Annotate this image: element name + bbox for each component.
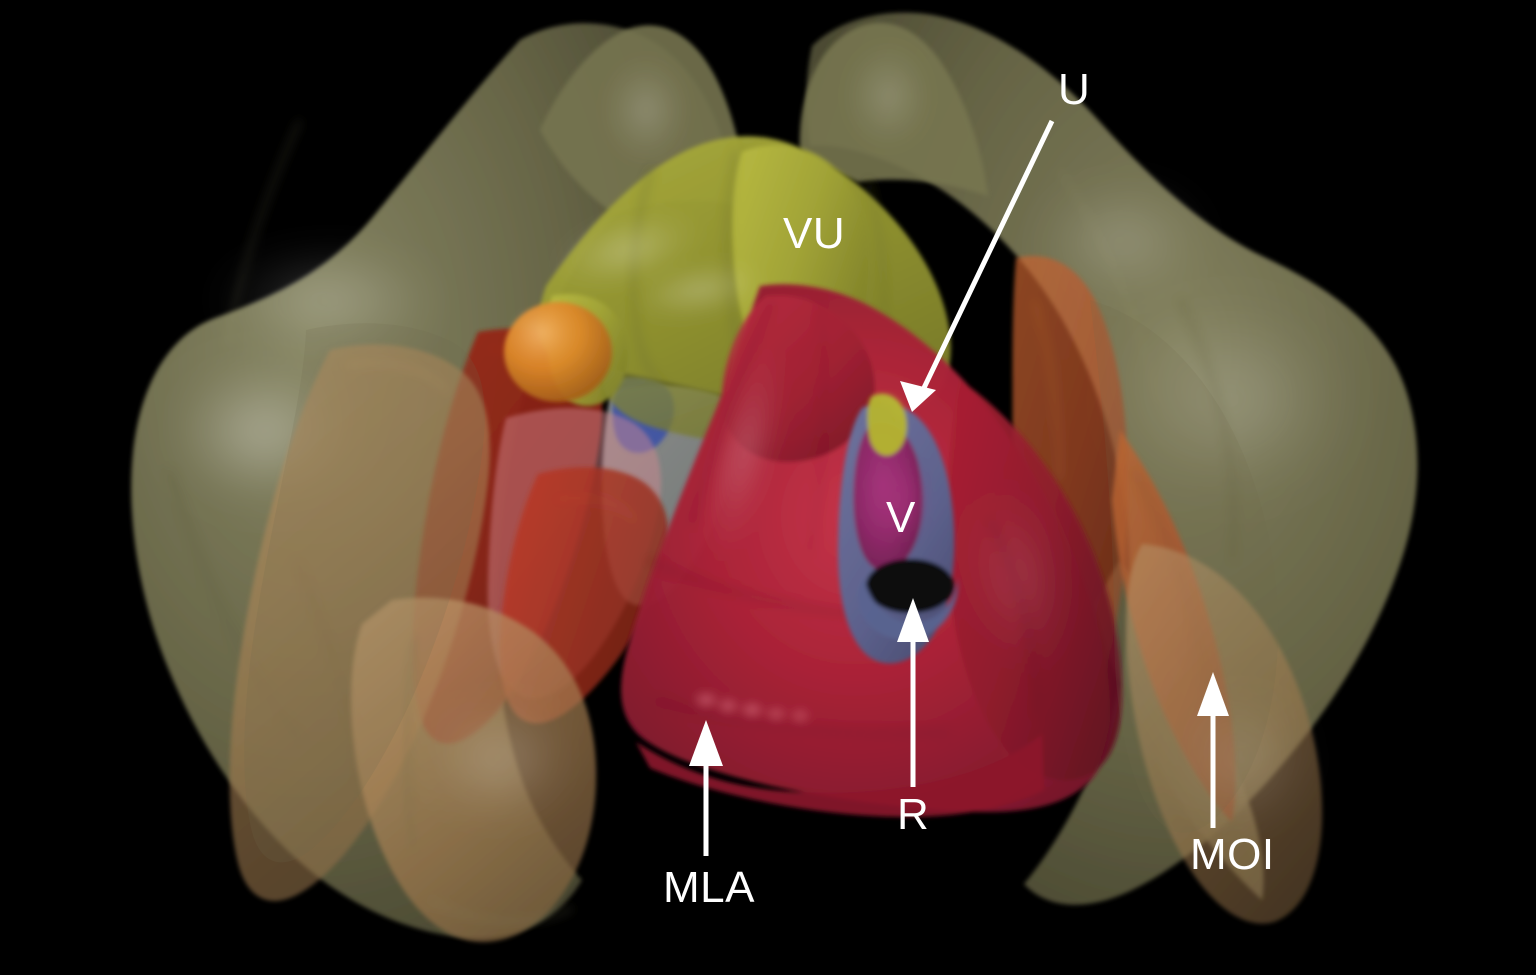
structure-bone-veil-right [1090, 300, 1279, 833]
structure-orange-sphere-marker [504, 302, 612, 402]
label-u: U [1058, 65, 1091, 114]
structure-bone-veil-left [244, 323, 485, 863]
label-vu: VU [783, 209, 846, 258]
label-moi: MOI [1190, 830, 1275, 879]
structure-right-inferior-ramus [1126, 544, 1323, 924]
label-mla: MLA [663, 863, 755, 912]
label-r: R [897, 790, 930, 839]
structure-left-inferior-ramus [351, 597, 597, 943]
label-v: V [886, 493, 916, 542]
